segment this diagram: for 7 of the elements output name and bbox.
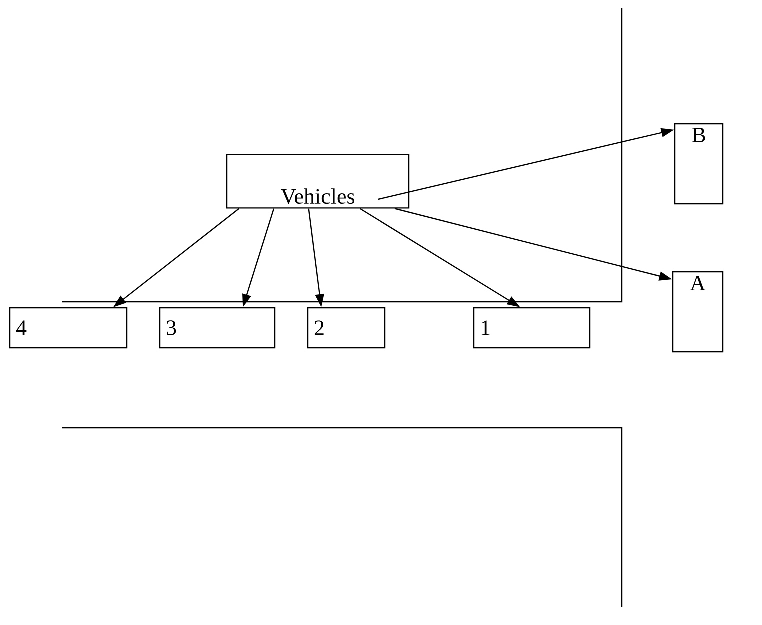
box: 3: [159, 307, 276, 349]
box: Vehicles: [226, 154, 410, 209]
box: 4: [9, 307, 128, 349]
box: 1: [473, 307, 591, 349]
box: A: [672, 271, 724, 353]
box: B: [674, 123, 724, 205]
box: 2: [307, 307, 386, 349]
